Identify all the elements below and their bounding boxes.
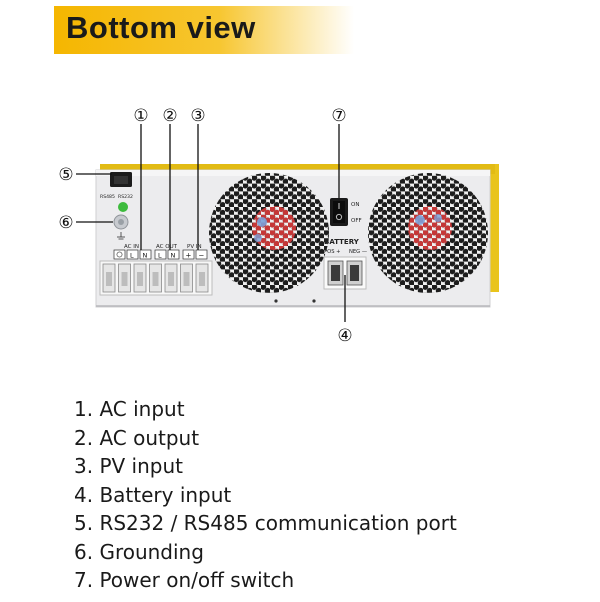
terminal-clamp: [199, 272, 205, 286]
legend-item: 2. AC output: [74, 425, 200, 450]
terminal-clamp: [106, 272, 112, 286]
rs232-rs485-port: RS485 RS232: [100, 172, 133, 200]
ac-in-label: AC IN: [124, 244, 139, 250]
legend-item: 3. PV input: [74, 454, 183, 478]
callout-1: ①: [133, 106, 148, 126]
leader-lines: [76, 124, 346, 322]
legend-item: 5. RS232 / RS485 communication port: [74, 511, 457, 535]
battery-label: BATTERY: [324, 238, 360, 246]
legend-item: 6. Grounding: [74, 539, 204, 564]
ac-out-label: AC OUT: [156, 244, 178, 250]
callout-3: ③: [190, 106, 205, 126]
switch-on-label: ON: [351, 202, 359, 208]
fan-right: [368, 173, 488, 293]
callout-2: ②: [162, 106, 177, 126]
terminal-clamp: [121, 272, 128, 286]
terminal-clamp: [152, 272, 159, 286]
ac-out-l: L: [158, 252, 162, 260]
title-banner: [54, 6, 354, 54]
terminal-clamp: [137, 272, 143, 286]
terminal-label-boxes: L N L N + −: [113, 249, 208, 260]
legend-item: 7. Power on/off switch: [74, 568, 295, 592]
terminal-clamp: [183, 272, 190, 286]
pv-plus: +: [186, 252, 192, 260]
ac-out-n: N: [171, 252, 176, 260]
terminal-clamp: [168, 272, 174, 286]
screw: [312, 299, 316, 303]
page-title: Bottom view: [66, 10, 256, 45]
callout-7: ⑦: [331, 106, 346, 126]
callout-markers: ① ② ③ ④ ⑤ ⑥ ⑦: [58, 106, 352, 346]
rs232-label: RS232: [118, 194, 133, 200]
inverter-bottom-view: RS485 RS232 AC IN AC OUT PV IN L N L N +…: [58, 106, 499, 346]
rs485-label: RS485: [100, 194, 115, 200]
status-led: [118, 202, 128, 212]
screw: [274, 299, 278, 303]
legend-list: 1. AC input 2. AC output 3. PV input 4. …: [74, 395, 457, 595]
callout-6: ⑥: [58, 213, 73, 233]
grounding-terminal: [113, 214, 129, 240]
power-switch: ON OFF: [330, 198, 362, 226]
ac-in-n: N: [143, 252, 148, 260]
callout-5: ⑤: [58, 165, 73, 185]
terminal-block: [99, 260, 213, 296]
legend-item: 4. Battery input: [74, 482, 232, 507]
battery-neg-label: NEG —: [349, 249, 367, 255]
switch-off-label: OFF: [351, 218, 362, 224]
battery-pos-label: POS +: [324, 249, 341, 255]
pv-minus: −: [199, 252, 205, 260]
legend-item: 1. AC input: [74, 397, 185, 421]
fan-left: [209, 173, 329, 293]
callout-4: ④: [337, 326, 352, 346]
pv-in-label: PV IN: [187, 244, 202, 250]
ac-in-l: L: [130, 252, 134, 260]
